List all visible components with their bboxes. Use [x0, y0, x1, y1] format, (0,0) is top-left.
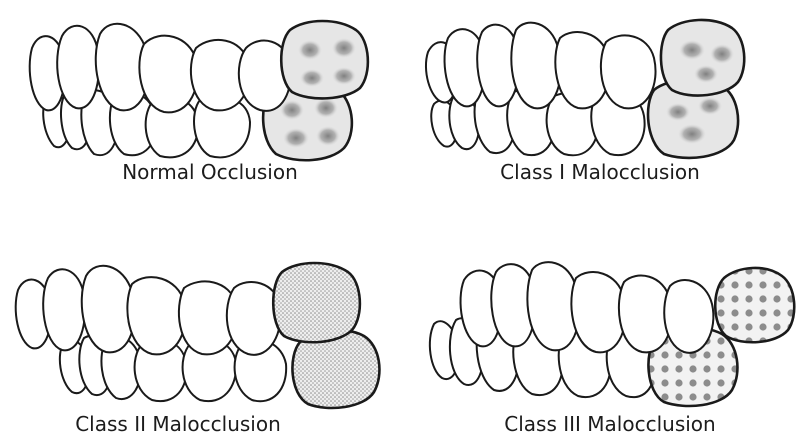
class-2-malocclusion-caption: Class II Malocclusion [48, 412, 308, 436]
normal-occlusion-panel: Normal Occlusion [20, 8, 380, 198]
upper-premolar [664, 280, 713, 353]
upper-canine [511, 23, 560, 109]
class-1-malocclusion-panel: Class I Malocclusion [420, 8, 780, 198]
class-3-malocclusion-caption: Class III Malocclusion [480, 412, 740, 436]
class-1-malocclusion-teeth-illustration [420, 8, 780, 158]
class-3-malocclusion-teeth-illustration [420, 250, 798, 405]
normal-occlusion-teeth-illustration [20, 8, 380, 158]
class-1-malocclusion-caption: Class I Malocclusion [470, 160, 730, 184]
class-2-malocclusion-teeth-illustration [8, 250, 388, 405]
upper-first-molar [281, 21, 368, 98]
upper-premolar [601, 35, 656, 108]
class-3-malocclusion-panel: Class III Malocclusion [420, 250, 798, 440]
upper-premolar [139, 36, 197, 113]
upper-first-molar [715, 268, 794, 342]
normal-occlusion-caption: Normal Occlusion [90, 160, 330, 184]
upper-incisor [57, 26, 99, 109]
upper-incisor [43, 269, 85, 350]
class-2-malocclusion-panel: Class II Malocclusion [8, 250, 388, 440]
upper-first-molar [273, 263, 360, 342]
upper-premolar [127, 277, 185, 354]
